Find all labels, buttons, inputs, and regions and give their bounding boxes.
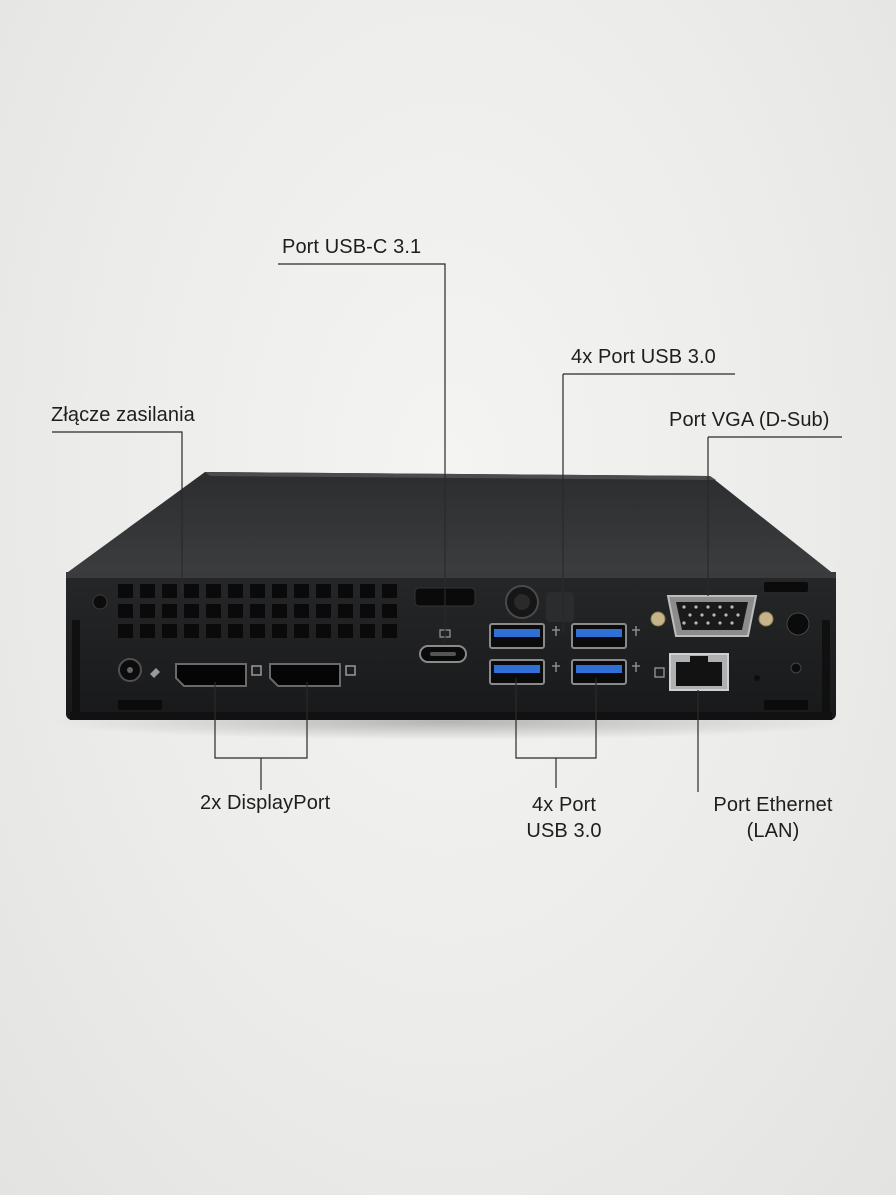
power-connector (118, 658, 142, 682)
vent-slot (316, 604, 331, 618)
vent-slot (228, 604, 243, 618)
vga-pin (700, 613, 704, 617)
chassis-top (68, 472, 835, 575)
vent-slot (338, 584, 353, 598)
label-power-connector: Złącze zasilania (51, 404, 195, 426)
ethernet-icon (654, 667, 665, 678)
vent-slot (162, 604, 177, 618)
vent-slot (184, 584, 199, 598)
leader-power (52, 431, 183, 594)
vent-slot (294, 624, 309, 638)
vent-slot (162, 584, 177, 598)
vent-slot (228, 624, 243, 638)
vent-slot (272, 604, 287, 618)
vent-slot (272, 584, 287, 598)
vga-pin (736, 613, 740, 617)
vga-pin (706, 605, 710, 609)
vga-pin (718, 605, 722, 609)
vga-pin (682, 605, 686, 609)
label-usb3-bottom: 4x Port USB 3.0 (510, 792, 618, 844)
vent-slot (294, 604, 309, 618)
vent-slot (206, 584, 221, 598)
vent-slot (250, 624, 265, 638)
vent-slot (316, 584, 331, 598)
vent-slot (382, 624, 397, 638)
vent-slot (250, 584, 265, 598)
label-usb-c: Port USB-C 3.1 (282, 236, 422, 258)
vent-slot (316, 624, 331, 638)
power-plug-icon (150, 668, 160, 678)
vent-slot (118, 624, 133, 638)
label-usb3-bottom-line2: USB 3.0 (526, 820, 602, 842)
vent-slot (206, 624, 221, 638)
usb3-port-2 (571, 623, 627, 649)
vga-pin (718, 621, 722, 625)
leader-displayport (214, 682, 308, 790)
vga-pin (682, 621, 686, 625)
vent-slot (118, 604, 133, 618)
vga-pin (694, 621, 698, 625)
ventilation-grille (118, 584, 397, 638)
vent-slot (118, 584, 133, 598)
vga-pin (688, 613, 692, 617)
vga-pin (706, 621, 710, 625)
label-vga: Port VGA (D-Sub) (669, 409, 830, 431)
label-usb3-bottom-line1: 4x Port (531, 794, 597, 816)
usb3-port-3 (489, 659, 545, 685)
displayport-1 (175, 663, 247, 687)
leader-usb3-bottom (515, 678, 597, 788)
vent-slot (140, 584, 155, 598)
lock-knob (505, 585, 574, 622)
vent-slot (184, 604, 199, 618)
vent-slot (294, 584, 309, 598)
vga-pin (712, 613, 716, 617)
vent-slot (162, 624, 177, 638)
vent-slot (360, 604, 375, 618)
ethernet-port (669, 653, 729, 691)
label-usb3-top: 4x Port USB 3.0 (571, 346, 716, 368)
usb3-port-4 (571, 659, 627, 685)
vent-slot (360, 624, 375, 638)
vent-slot (382, 584, 397, 598)
vent-slot (184, 624, 199, 638)
vent-slot (206, 604, 221, 618)
displayport-2 (269, 663, 341, 687)
vent-slot (250, 604, 265, 618)
vga-pin (730, 621, 734, 625)
vent-slot (360, 584, 375, 598)
vent-slot (338, 604, 353, 618)
label-displayport: 2x DisplayPort (200, 792, 331, 814)
usb-icon (552, 626, 640, 672)
vent-slot (272, 624, 287, 638)
vent-slot (140, 624, 155, 638)
vent-slot (140, 604, 155, 618)
label-ethernet-line2: (LAN) (746, 820, 800, 842)
leader-vga (707, 436, 842, 596)
leader-usb3-top (562, 373, 735, 634)
label-ethernet-line1: Port Ethernet (713, 794, 833, 816)
displayport-icon (251, 665, 356, 676)
vent-slot (382, 604, 397, 618)
vga-pin (694, 605, 698, 609)
leader-usbc (278, 263, 446, 642)
vga-pin (724, 613, 728, 617)
vga-pin (730, 605, 734, 609)
vent-slot (338, 624, 353, 638)
usb3-port-1 (489, 623, 545, 649)
vga-port (650, 595, 774, 637)
label-ethernet: Port Ethernet (LAN) (698, 792, 848, 844)
leader-lines (52, 263, 842, 792)
vent-slot (228, 584, 243, 598)
